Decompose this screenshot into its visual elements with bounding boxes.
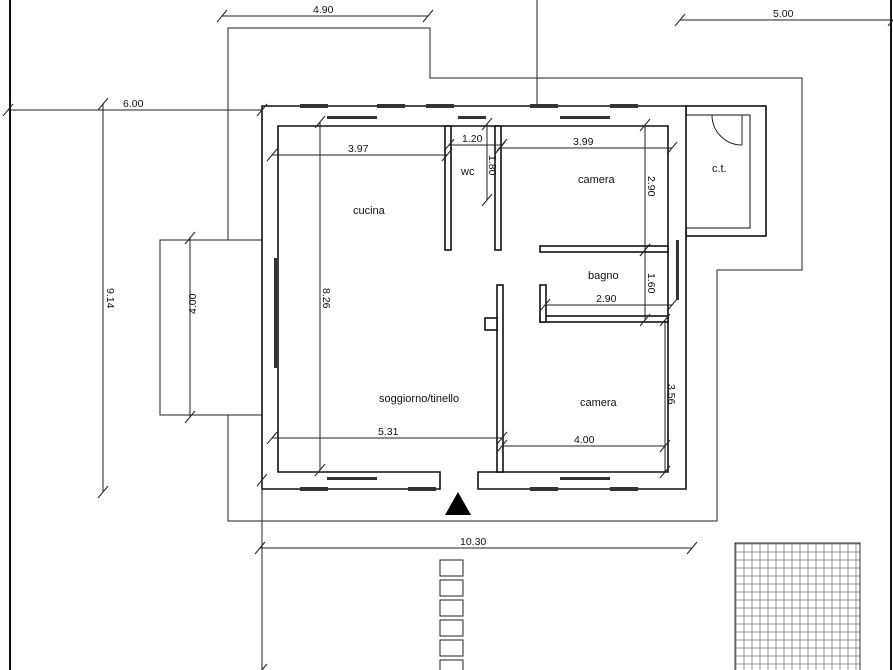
dimension-tick: [666, 141, 678, 155]
dim-bagno-width: 2.90: [596, 293, 617, 305]
room-label-bagno: bagno: [588, 270, 619, 282]
dim-cucina-width: 3.97: [348, 143, 369, 155]
dimension-tick: [674, 13, 686, 27]
site-outline: [227, 27, 803, 522]
dimension-tick: [2, 103, 14, 117]
dim-house-depth: 8.26: [320, 288, 332, 309]
dimension-tick: [266, 431, 278, 445]
dim-soggiorno-width: 5.31: [378, 426, 399, 438]
dim-camera-bottom-depth: 3.56: [665, 384, 677, 405]
windows: [274, 104, 679, 491]
dim-wc-depth: 1.80: [486, 155, 498, 176]
dimension-tick: [639, 243, 651, 257]
dimension-tick: [256, 473, 268, 487]
room-label-soggiorno: soggiorno/tinello: [379, 393, 459, 405]
dimension-tick: [659, 465, 671, 479]
dimension-tick: [481, 117, 493, 131]
terrace: [159, 239, 263, 416]
dimension-tick: [494, 141, 506, 155]
dimension-tick: [443, 138, 455, 152]
dimension-tick: [639, 313, 651, 327]
dimension-tick: [184, 410, 196, 424]
dimension-tick: [441, 148, 453, 162]
room-label-wc: wc: [460, 166, 475, 178]
dimension-tick: [314, 115, 326, 129]
dimension-tick: [686, 541, 698, 555]
room-label-camera-bottom: camera: [580, 397, 618, 409]
dimension-lines: [2, 9, 893, 670]
dimension-tick: [216, 9, 228, 23]
dim-camera-top-width: 3.99: [573, 136, 594, 148]
dim-top-right: 5.00: [773, 8, 794, 20]
dim-terrace: 4.00: [187, 293, 199, 314]
dim-total-depth: 9.14: [104, 288, 116, 309]
dimension-tick: [314, 463, 326, 477]
dimension-tick: [666, 298, 678, 312]
dimension-tick: [481, 193, 493, 207]
dimension-tick: [184, 231, 196, 245]
dim-camera-bottom-width: 4.00: [574, 434, 595, 446]
dimension-tick: [659, 439, 671, 453]
dimension-tick: [256, 103, 268, 117]
paved-area: [734, 542, 861, 670]
dim-top-left: 4.90: [313, 4, 334, 16]
dim-bagno-depth: 1.60: [645, 273, 657, 294]
dimension-tick: [261, 663, 268, 670]
entrance-triangle-icon: [445, 492, 471, 515]
dimension-tick: [887, 19, 893, 27]
dim-camera-top-depth: 2.90: [645, 176, 657, 197]
room-label-cucina: cucina: [353, 205, 386, 217]
dim-total-width: 10.30: [460, 536, 486, 548]
dimension-tick: [496, 439, 508, 453]
dimension-tick: [254, 541, 266, 555]
door-swing: [711, 114, 743, 146]
dimension-tick: [97, 97, 109, 111]
interior-walls: [444, 125, 669, 473]
stepping-stones: [439, 559, 464, 670]
dimension-tick: [496, 431, 508, 445]
dimension-tick: [266, 148, 278, 162]
room-label-camera-top: camera: [578, 174, 616, 186]
dimension-tick: [639, 118, 651, 132]
dimension-tick: [659, 313, 671, 327]
dim-left-setback: 6.00: [123, 98, 144, 110]
room-label-ct: c.t.: [712, 163, 727, 175]
dimension-tick: [97, 485, 109, 499]
dimension-tick: [539, 298, 551, 312]
dimension-tick: [422, 9, 434, 23]
dim-wc-width: 1.20: [462, 133, 483, 145]
exterior-walls: [261, 105, 687, 490]
